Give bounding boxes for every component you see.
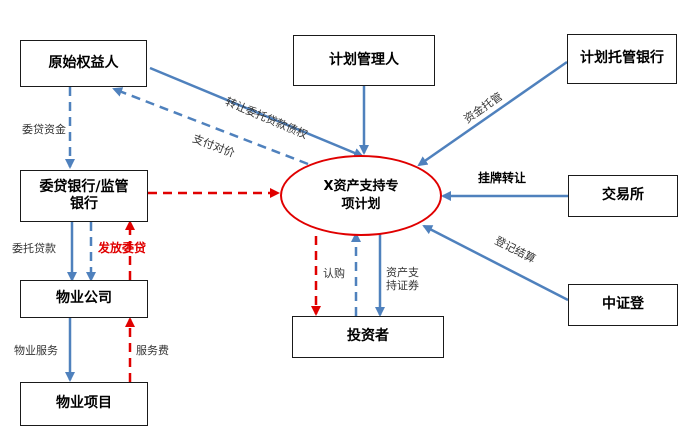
label-subscribe: 认购	[323, 267, 345, 280]
label-issue-loan: 发放委贷	[98, 241, 147, 255]
arrow-registration-settlement	[422, 224, 569, 302]
label-entrusted-loan: 委托贷款	[12, 242, 56, 255]
label-service-fee: 服务费	[136, 344, 169, 357]
node-originator: 原始权益人	[20, 40, 147, 87]
node-property-project: 物业项目	[20, 382, 148, 426]
node-abs-plan: X资产支持专项计划	[280, 155, 442, 236]
label-property-service: 物业服务	[14, 344, 58, 357]
node-custodian-bank: 计划托管银行	[567, 34, 677, 84]
node-exchange: 交易所	[568, 175, 678, 217]
label-listing-transfer: 挂牌转让	[478, 171, 527, 185]
node-investor: 投资者	[292, 316, 444, 358]
arrow-pay-consideration	[112, 87, 309, 166]
node-csdc: 中证登	[568, 284, 678, 326]
node-entrusted-bank-label: 委贷银行/监管银行	[39, 178, 129, 213]
node-entrusted-bank: 委贷银行/监管银行	[20, 170, 148, 222]
node-abs-plan-label: X资产支持专项计划	[323, 178, 399, 212]
node-property-company: 物业公司	[20, 280, 148, 318]
node-plan-manager: 计划管理人	[293, 35, 435, 86]
arrow-transfer-loan-rights	[149, 66, 364, 158]
label-entrusted-funds: 委贷资金	[22, 123, 66, 136]
label-abs-securities: 资产支持证券	[386, 266, 419, 293]
arrow-fund-custody	[417, 60, 568, 167]
